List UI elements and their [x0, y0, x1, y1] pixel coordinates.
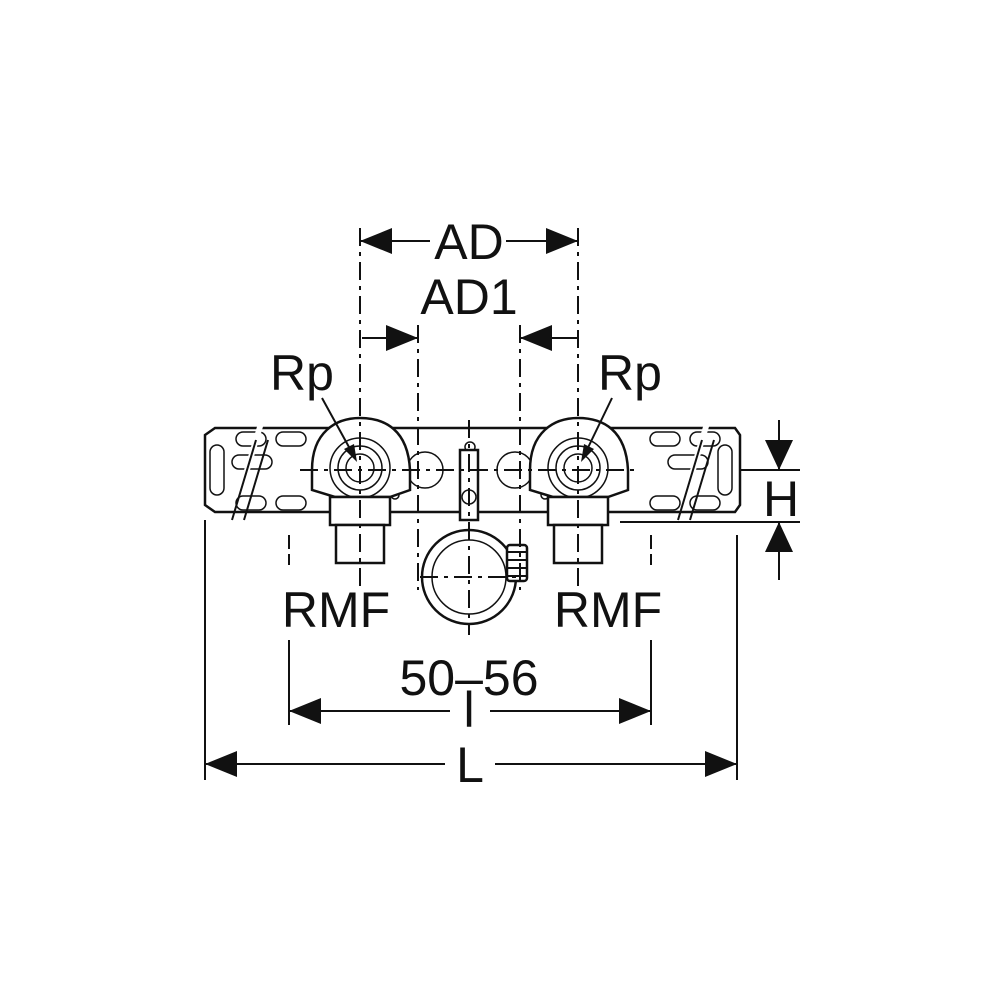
rp-right-label: Rp: [598, 345, 662, 401]
h-label: H: [763, 471, 799, 527]
l-small-label: l: [463, 682, 474, 738]
l-small-dimension: 50–56 l: [289, 650, 651, 738]
h-dimension: H: [763, 420, 799, 580]
rp-left-annotation: Rp: [270, 345, 357, 462]
ad-dimension: AD: [360, 214, 578, 270]
l-total-label: L: [456, 737, 484, 793]
ad1-label: AD1: [420, 269, 517, 325]
spacing-label: 50–56: [399, 650, 538, 706]
center-lines: [300, 228, 640, 635]
ad-label: AD: [434, 214, 503, 270]
rp-right-annotation: Rp: [581, 345, 662, 462]
ad1-dimension: AD1: [362, 269, 578, 351]
rp-left-label: Rp: [270, 345, 334, 401]
l-total-dimension: L: [205, 737, 737, 793]
rmf-left-label: RMF: [282, 582, 390, 638]
rmf-right-label: RMF: [554, 582, 662, 638]
